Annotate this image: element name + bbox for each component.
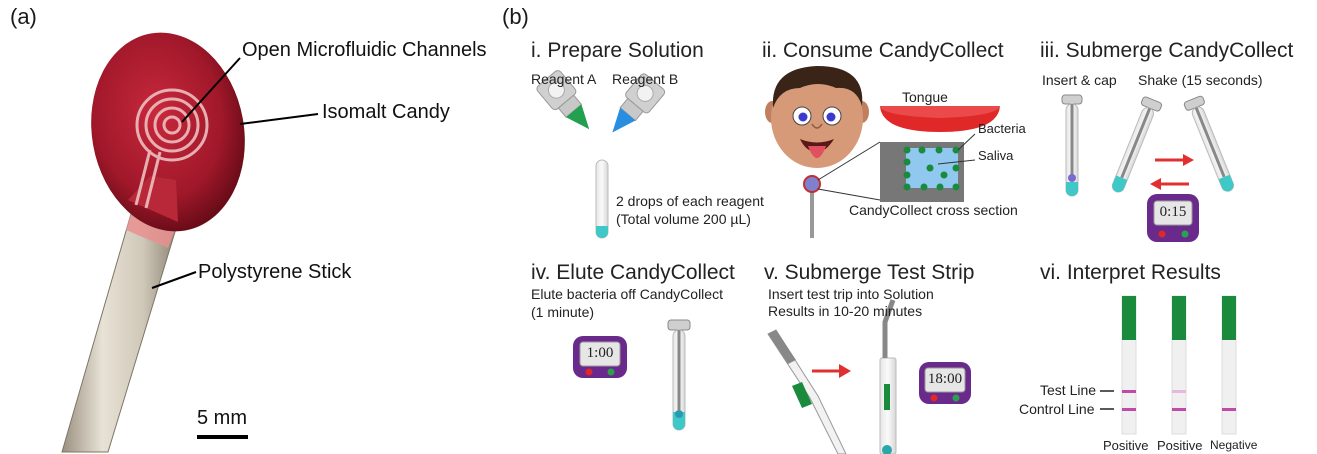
timer-1800-display: 18:00 — [927, 371, 963, 387]
result-strip-3 — [1221, 295, 1237, 435]
shake-tube-left — [1111, 96, 1163, 193]
timer-1800 — [919, 362, 971, 404]
lollipop-photo — [61, 32, 319, 453]
step1-title: i. Prepare Solution — [531, 39, 704, 62]
label-open-microfluidic-channels: Open Microfluidic Channels — [242, 39, 487, 61]
step4-note-line2: (1 minute) — [531, 304, 595, 320]
step2-graphics — [765, 66, 1000, 238]
step1-graphics — [536, 70, 666, 239]
step5-graphics — [767, 299, 897, 454]
reagent-b-dropper — [612, 73, 666, 133]
mini-candycollect — [803, 175, 821, 193]
timer-100-display: 1:00 — [586, 345, 614, 361]
step1-note-line1: 2 drops of each reagent — [616, 193, 764, 209]
scale-bar-label: 5 mm — [197, 407, 247, 429]
step2-title: ii. Consume CandyCollect — [762, 39, 1004, 62]
result-strip-2 — [1171, 295, 1187, 435]
label-polystyrene-stick: Polystyrene Stick — [198, 261, 352, 283]
control-line-label: Control Line — [1019, 401, 1095, 417]
reagent-a-label: Reagent A — [531, 71, 597, 87]
spiral-channel — [134, 88, 209, 209]
step4-note-line1: Elute bacteria off CandyCollect — [531, 286, 723, 302]
step4-title: iv. Elute CandyCollect — [531, 261, 735, 284]
face-illustration — [765, 66, 869, 168]
label-isomalt-candy: Isomalt Candy — [322, 101, 450, 123]
shake-arrows — [1150, 154, 1194, 190]
bacteria-dots — [903, 146, 960, 191]
step4-graphics — [667, 319, 691, 431]
insert-cap-label: Insert & cap — [1042, 72, 1117, 88]
shake-label: Shake (15 seconds) — [1138, 72, 1263, 88]
timer-015-display: 0:15 — [1159, 204, 1187, 220]
result-label-2: Positive — [1157, 438, 1203, 453]
result-label-1: Positive — [1103, 438, 1149, 453]
saliva-label: Saliva — [978, 148, 1014, 163]
step6-graphics — [1100, 295, 1237, 435]
step1-note-line2: (Total volume 200 µL) — [616, 211, 751, 227]
reagent-b-label: Reagent B — [612, 71, 679, 87]
step3-title: iii. Submerge CandyCollect — [1040, 39, 1294, 62]
bacteria-label: Bacteria — [978, 121, 1026, 136]
test-line-label: Test Line — [1040, 382, 1097, 398]
step5-title: v. Submerge Test Strip — [764, 261, 975, 284]
step5-note-line2: Results in 10-20 minutes — [768, 303, 923, 319]
step6-title: vi. Interpret Results — [1040, 261, 1221, 284]
cross-section-label: CandyCollect cross section — [849, 202, 1018, 218]
timer-015 — [1147, 194, 1199, 242]
reagent-a-dropper — [536, 70, 590, 130]
panel-a-letter: (a) — [10, 4, 37, 29]
timer-100 — [573, 336, 627, 378]
result-label-3: Negative — [1210, 438, 1258, 452]
step5-note-line1: Insert test trip into Solution — [768, 286, 934, 302]
tongue-label: Tongue — [902, 89, 948, 105]
result-strip-1 — [1121, 295, 1137, 435]
panel-b-letter: (b) — [502, 4, 529, 29]
shake-tube-right — [1183, 95, 1235, 192]
step3-graphics — [1061, 94, 1235, 197]
